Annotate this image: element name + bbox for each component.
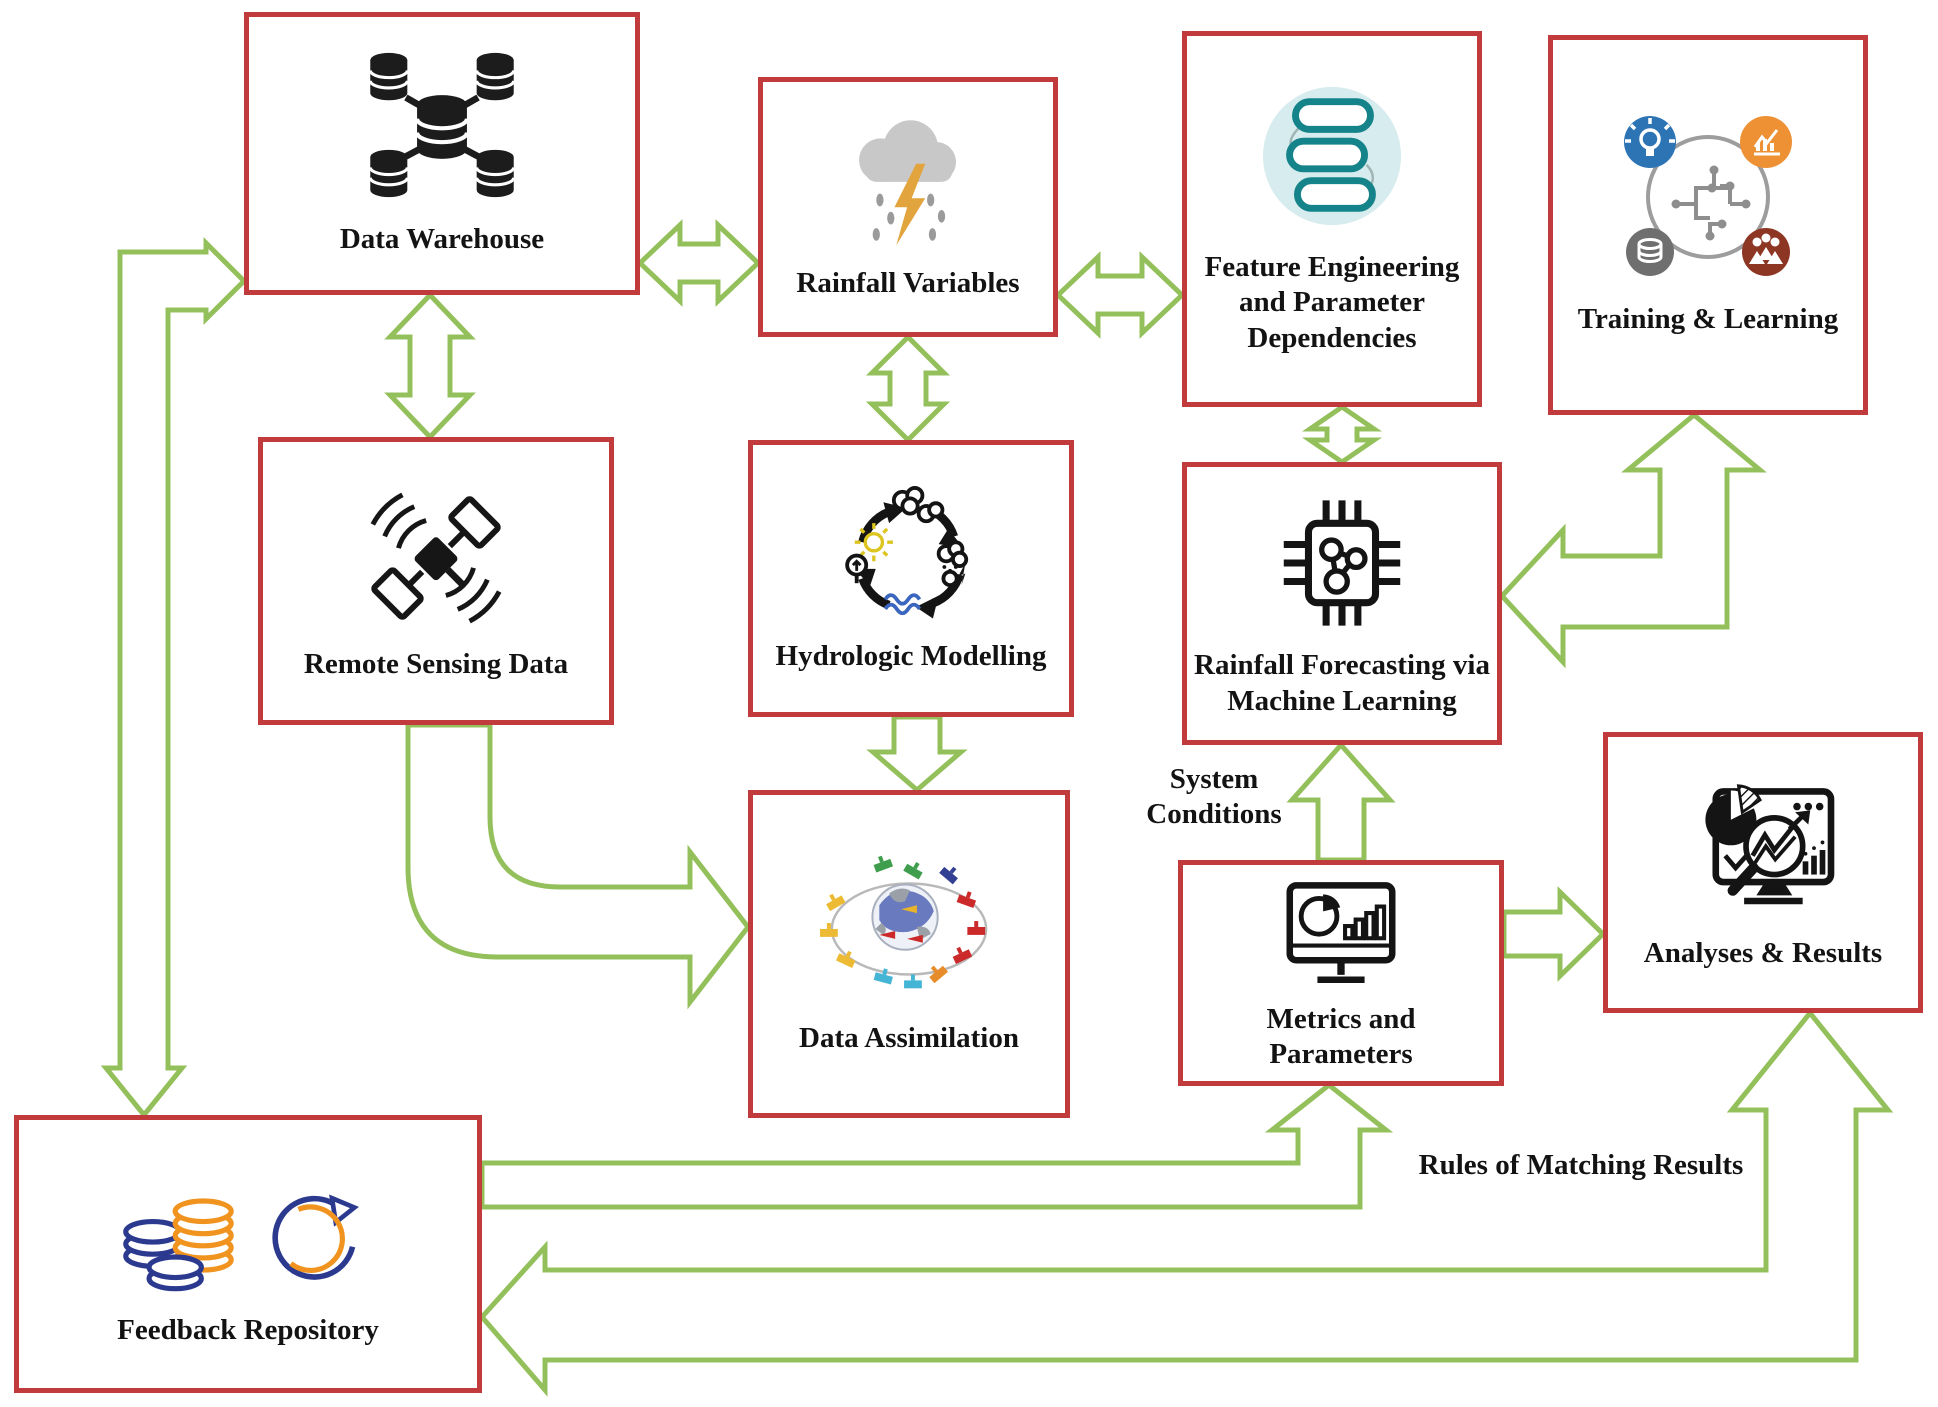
database-network-icon (368, 51, 516, 199)
arrow-warehouse-feedback (100, 236, 248, 1119)
dashboard-monitor-icon (1286, 881, 1396, 983)
node-rainfall-variables: Rainfall Variables (758, 77, 1058, 337)
ai-chip-icon (1283, 500, 1401, 626)
linked-pills-icon (1262, 86, 1402, 226)
storm-cloud-icon (859, 120, 957, 246)
node-label: Training & Learning (1577, 303, 1839, 336)
satellite-icon (370, 492, 502, 624)
node-label: Hydrologic Modelling (775, 639, 1047, 672)
node-analyses-results: Analyses & Results (1603, 732, 1923, 1013)
arrow-feedback-analyses (478, 1009, 1894, 1397)
node-label: Data Warehouse (339, 222, 545, 255)
arrow-rainfallvars-featureeng (1054, 251, 1186, 339)
edge-label-system-conditions: System Conditions (1146, 763, 1282, 831)
satellite-marks (820, 856, 986, 989)
arrow-hydrologic-assimilation (866, 714, 968, 794)
node-label: Metrics and Parameters (1266, 1002, 1416, 1070)
edge-label-rules-of-matching: Rules of Matching Results (1418, 1149, 1744, 1181)
arrow-warehouse-remotesensing (384, 291, 476, 441)
machine-learning-brain-icon (1624, 116, 1792, 277)
node-label: Analyses & Results (1643, 936, 1883, 969)
node-label: Feedback Repository (117, 1314, 379, 1347)
node-feedback-repository: Feedback Repository (14, 1115, 482, 1393)
arrow-metrics-analyses (1501, 886, 1607, 982)
arrow-remotesensing-assimilation (405, 722, 752, 1010)
arrow-featureeng-forecasting (1301, 403, 1383, 466)
arrow-training-forecasting (1498, 411, 1767, 669)
node-remote-sensing: Remote Sensing Data (258, 437, 614, 725)
node-label: Feature Engineering and Parameter Depend… (1204, 250, 1460, 354)
arrow-feedback-metrics (479, 1081, 1394, 1210)
earth-satellites-icon (820, 856, 988, 989)
arrow-metrics-forecasting (1286, 741, 1396, 863)
arrow-rainfallvars-hydrologic (865, 333, 951, 444)
analysis-monitor-icon (1705, 784, 1835, 905)
arrow-warehouse-rainfallvars (636, 219, 762, 307)
node-label: Remote Sensing Data (303, 648, 569, 681)
node-feature-engineering: Feature Engineering and Parameter Depend… (1182, 31, 1482, 407)
node-label: Rainfall Forecasting via Machine Learnin… (1194, 649, 1490, 717)
node-data-assimilation: Data Assimilation (748, 790, 1070, 1118)
node-data-warehouse: Data Warehouse (244, 12, 640, 295)
node-label: Data Assimilation (799, 1022, 1019, 1055)
node-label: Rainfall Variables (796, 266, 1020, 299)
coins-refresh-icon (123, 1194, 359, 1292)
water-cycle-icon (845, 485, 969, 619)
node-rainfall-forecasting: Rainfall Forecasting via Machine Learnin… (1182, 462, 1502, 745)
node-hydrologic-modelling: Hydrologic Modelling (748, 440, 1074, 717)
node-training-learning: Training & Learning (1548, 35, 1868, 415)
node-metrics-parameters: Metrics and Parameters (1178, 860, 1504, 1086)
